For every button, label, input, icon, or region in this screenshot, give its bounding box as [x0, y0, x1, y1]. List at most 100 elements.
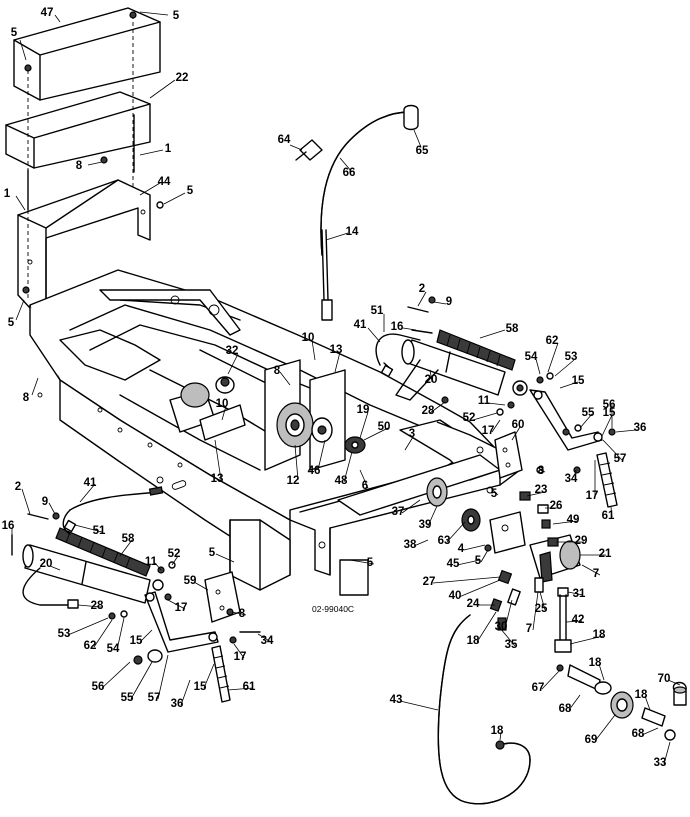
callout-c68a: 68: [559, 703, 572, 715]
callout-c69: 69: [585, 734, 598, 746]
callout-c20b: 20: [40, 558, 53, 570]
callout-c16a: 16: [391, 321, 404, 333]
seat-cushion-47: [13, 7, 161, 101]
callout-c21: 21: [599, 548, 612, 560]
callout-c67: 67: [532, 682, 545, 694]
drive-pulley-assembly: [264, 359, 366, 471]
callout-c32: 32: [226, 345, 239, 357]
callout-c31: 31: [573, 588, 586, 600]
callout-c18a: 18: [467, 635, 480, 647]
callout-c28b: 28: [91, 600, 104, 612]
callout-c25: 25: [535, 603, 548, 615]
spring-58-right: [436, 329, 516, 371]
callout-c9a: 9: [446, 296, 452, 308]
callout-c49: 49: [567, 514, 580, 526]
callout-c22: 22: [176, 72, 189, 84]
callout-c48: 48: [335, 475, 348, 487]
fuel-filter-69: [556, 664, 687, 741]
callout-c8d: 8: [538, 465, 545, 477]
callout-c68b: 68: [632, 728, 645, 740]
callout-c58a: 58: [506, 323, 519, 335]
callout-c40: 40: [449, 590, 462, 602]
callout-c1b: 1: [4, 188, 11, 200]
callout-c55b: 55: [121, 692, 134, 704]
leader-lines: [11, 11, 681, 765]
callout-c56a: 56: [603, 399, 616, 411]
callout-c47: 47: [41, 7, 54, 19]
callout-c36a: 36: [634, 422, 647, 434]
callout-c13a: 13: [330, 344, 343, 356]
callout-c61b: 61: [243, 681, 256, 693]
callout-c65: 65: [416, 145, 429, 157]
callout-c15b: 15: [603, 407, 616, 419]
callout-c8a: 8: [76, 160, 83, 172]
hydraulic-cylinder-right: [395, 339, 528, 401]
callout-c62a: 62: [546, 335, 559, 347]
callout-c8e: 8: [239, 608, 246, 620]
callout-c23: 23: [535, 484, 548, 496]
callout-c2a: 2: [419, 283, 425, 295]
callout-c50: 50: [378, 421, 391, 433]
callout-c17c: 17: [175, 602, 188, 614]
callout-c43: 43: [390, 694, 403, 706]
callout-c4: 4: [458, 543, 465, 555]
callout-c30: 30: [495, 621, 508, 633]
callout-c46: 46: [308, 465, 321, 477]
callout-c57a: 57: [614, 453, 627, 465]
seat-pan-22: [5, 91, 151, 169]
callout-c19: 19: [357, 404, 370, 416]
callout-c5h: 5: [475, 555, 482, 567]
hydraulic-line-41: [375, 333, 421, 378]
callout-c8c: 8: [274, 365, 281, 377]
callout-c63: 63: [438, 535, 451, 547]
callout-c55a: 55: [582, 407, 595, 419]
clip-64: [295, 139, 323, 161]
callout-c18b: 18: [593, 629, 606, 641]
steering-arm-right: [529, 389, 618, 508]
bracket-59: [204, 571, 241, 623]
callout-c10b: 10: [216, 398, 229, 410]
spring-58-left: [55, 527, 151, 577]
callout-c36b: 36: [171, 698, 184, 710]
callout-c59: 59: [184, 575, 197, 587]
callout-c45: 45: [447, 558, 460, 570]
callout-c7a: 7: [593, 568, 599, 580]
callout-c35: 35: [505, 639, 518, 651]
callout-c52a: 52: [463, 412, 476, 424]
steering-handle-66: [320, 104, 419, 321]
fuel-valve-21: [529, 534, 581, 583]
callout-c11a: 11: [478, 395, 491, 407]
rear-receiver-tube: [229, 519, 369, 596]
callout-c41a: 41: [354, 319, 367, 331]
fuel-hose-43: [437, 614, 531, 805]
hardware-right: [407, 296, 616, 474]
callout-c33: 33: [654, 757, 667, 769]
callout-c13b: 13: [211, 473, 224, 485]
seat-bolts: [22, 11, 164, 300]
bracket-60: [494, 431, 523, 479]
callout-c5f: 5: [209, 547, 216, 559]
callout-c5e: 5: [491, 488, 498, 500]
callout-c15c: 15: [130, 635, 143, 647]
callout-c15d: 15: [194, 681, 207, 693]
callout-c9b: 9: [42, 496, 48, 508]
callout-c5c: 5: [187, 185, 194, 197]
hydraulic-cylinder-left: [22, 544, 164, 609]
callout-c53a: 53: [565, 351, 578, 363]
hydraulic-line-left: [62, 486, 164, 535]
callout-c56b: 56: [92, 681, 105, 693]
callout-c2b: 2: [15, 481, 21, 493]
callout-c64: 64: [278, 134, 291, 146]
callout-c17b: 17: [586, 490, 599, 502]
callout-c1a: 1: [165, 143, 172, 155]
callout-c7b: 7: [526, 623, 532, 635]
callout-c5d: 5: [8, 317, 15, 329]
callout-c42: 42: [572, 614, 585, 626]
callout-c16b: 16: [2, 520, 15, 532]
fuel-line-42: [554, 594, 572, 653]
callout-c51b: 51: [93, 525, 106, 537]
drawing-code: 02-99040C: [312, 604, 354, 614]
callout-c3: 3: [409, 428, 415, 440]
callout-c34b: 34: [261, 635, 274, 647]
